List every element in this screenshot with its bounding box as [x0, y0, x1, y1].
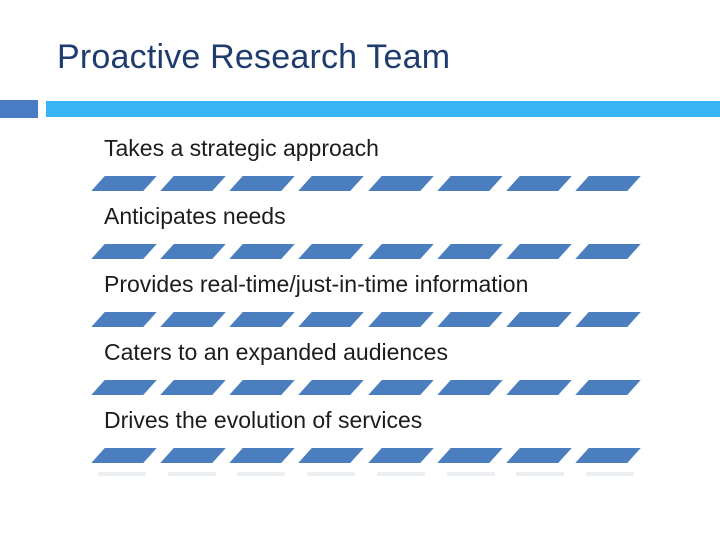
- divider-shadow-bar: [237, 472, 286, 476]
- divider-parallelogram: [229, 380, 296, 395]
- divider-shadow-row: [98, 472, 634, 476]
- divider-row: [91, 380, 641, 395]
- divider-row: [91, 176, 641, 191]
- divider-parallelogram: [575, 380, 641, 395]
- divider-shadow-bar: [167, 472, 216, 476]
- divider-parallelogram: [298, 176, 365, 191]
- bullet-item: Caters to an expanded audiences: [0, 336, 720, 404]
- divider-parallelogram: [436, 244, 503, 259]
- divider-shadow-bar: [307, 472, 356, 476]
- divider-parallelogram: [229, 448, 296, 463]
- divider-row: [91, 244, 641, 259]
- divider-parallelogram: [436, 380, 503, 395]
- divider-parallelogram: [229, 312, 296, 327]
- divider-parallelogram: [506, 312, 572, 327]
- divider-parallelogram: [160, 244, 226, 259]
- divider-parallelogram: [91, 244, 157, 259]
- bullet-text: Anticipates needs: [104, 203, 286, 229]
- divider-parallelogram: [367, 448, 434, 463]
- divider-parallelogram: [436, 448, 503, 463]
- bullet-item: Takes a strategic approach: [0, 132, 720, 200]
- divider-parallelogram: [506, 244, 572, 259]
- divider-shadow-bar: [585, 472, 634, 476]
- divider-parallelogram: [506, 448, 572, 463]
- divider-parallelogram: [298, 244, 365, 259]
- divider-shadow-bar: [376, 472, 425, 476]
- bullet-text: Caters to an expanded audiences: [104, 339, 448, 365]
- accent-square: [0, 100, 38, 118]
- divider-parallelogram: [298, 448, 365, 463]
- bullet-item: Provides real-time/just-in-time informat…: [0, 268, 720, 336]
- divider-parallelogram: [575, 312, 641, 327]
- divider-parallelogram: [436, 176, 503, 191]
- divider-parallelogram: [91, 380, 157, 395]
- divider-parallelogram: [298, 312, 365, 327]
- bullet-item: Anticipates needs: [0, 200, 720, 268]
- divider-parallelogram: [91, 312, 157, 327]
- divider-parallelogram: [575, 448, 641, 463]
- slide-title: Proactive Research Team: [57, 38, 451, 76]
- divider-parallelogram: [367, 312, 434, 327]
- divider-parallelogram: [91, 176, 157, 191]
- divider-parallelogram: [160, 448, 226, 463]
- divider-parallelogram: [506, 176, 572, 191]
- bullet-item: Drives the evolution of services: [0, 404, 720, 476]
- divider-shadow-bar: [446, 472, 495, 476]
- divider-parallelogram: [436, 312, 503, 327]
- divider-parallelogram: [229, 244, 296, 259]
- divider-row: [91, 312, 641, 327]
- bullet-text: Takes a strategic approach: [104, 135, 379, 161]
- bullet-text: Provides real-time/just-in-time informat…: [104, 271, 529, 297]
- divider-parallelogram: [367, 380, 434, 395]
- divider-parallelogram: [575, 176, 641, 191]
- divider-parallelogram: [298, 380, 365, 395]
- divider-row: [91, 448, 641, 463]
- divider-shadow-bar: [98, 472, 146, 476]
- divider-parallelogram: [91, 448, 157, 463]
- divider-shadow-bar: [516, 472, 565, 476]
- divider-parallelogram: [160, 312, 226, 327]
- divider-parallelogram: [160, 176, 226, 191]
- divider-parallelogram: [506, 380, 572, 395]
- divider-parallelogram: [575, 244, 641, 259]
- header-bar: [46, 101, 720, 117]
- divider-parallelogram: [367, 244, 434, 259]
- divider-parallelogram: [160, 380, 226, 395]
- divider-parallelogram: [229, 176, 296, 191]
- bullet-text: Drives the evolution of services: [104, 407, 423, 433]
- divider-parallelogram: [367, 176, 434, 191]
- bullet-list: Takes a strategic approach Anticipates n…: [0, 132, 720, 476]
